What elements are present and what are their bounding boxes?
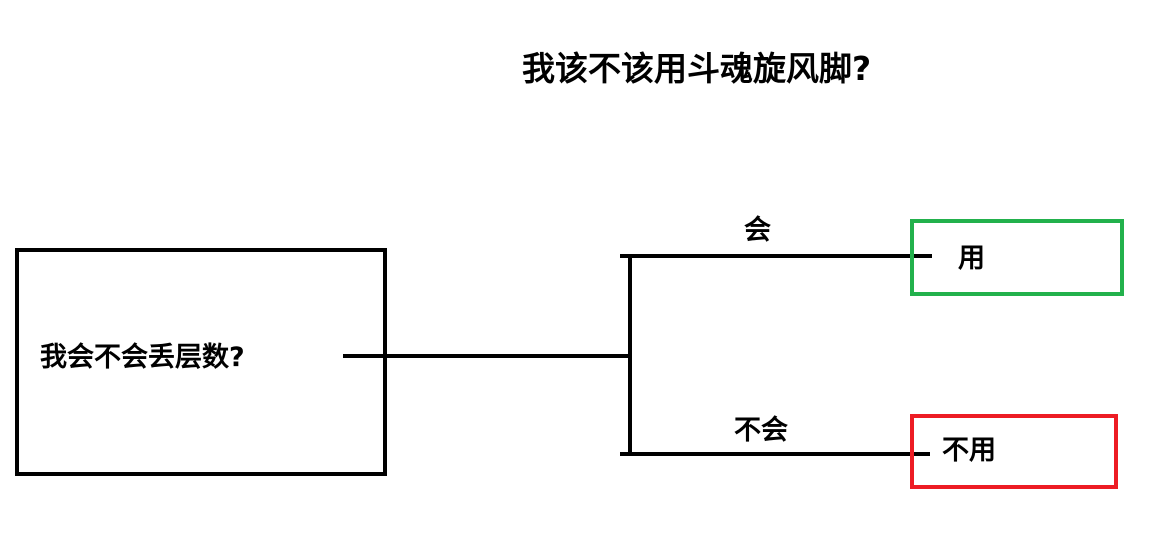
question-box: [15, 248, 387, 476]
branch-no-label: 不会: [734, 415, 788, 446]
branch-yes-label: 会: [744, 215, 771, 246]
result-yes-box: [910, 219, 1124, 296]
result-no-box: [910, 414, 1118, 489]
question-text: 我会不会丢层数?: [40, 342, 245, 373]
diagram-title: 我该不该用斗魂旋风脚?: [522, 49, 872, 88]
result-yes-label: 用: [958, 243, 985, 274]
result-no-label: 不用: [942, 435, 996, 466]
